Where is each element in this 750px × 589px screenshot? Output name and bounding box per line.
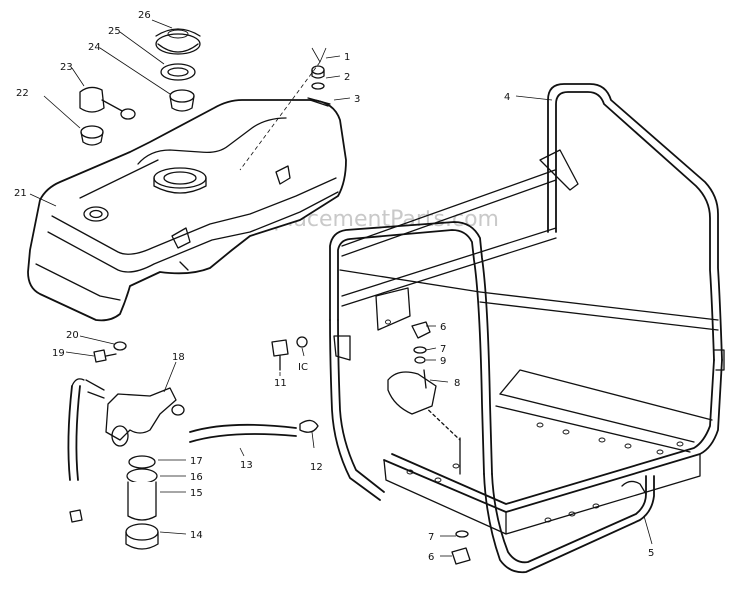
callout-23: 23 — [60, 62, 73, 73]
callout-14: 14 — [190, 530, 203, 541]
fuel-cap-parts — [79, 28, 331, 171]
fuel-tank — [27, 99, 347, 322]
callout-9: 9 — [440, 356, 446, 367]
callout-18: 18 — [172, 352, 185, 363]
callout-26: 26 — [138, 10, 151, 21]
callout-13: 13 — [240, 460, 253, 471]
callout-20: 20 — [66, 330, 79, 341]
callout-17: 17 — [190, 456, 203, 467]
callout-5: 5 — [648, 548, 654, 559]
callout-25: 25 — [108, 26, 121, 37]
callout-6-bottom: 6 — [428, 552, 434, 563]
callout-6-top: 6 — [440, 322, 446, 333]
leader-lines — [29, 19, 653, 557]
fuel-line-parts — [67, 336, 319, 550]
callout-21: 21 — [14, 188, 27, 199]
callout-22: 22 — [16, 88, 29, 99]
callout-15: 15 — [190, 488, 203, 499]
callout-24: 24 — [88, 42, 101, 53]
callout-3: 3 — [354, 94, 360, 105]
frame-assembly — [329, 83, 725, 574]
callout-7-bottom: 7 — [428, 532, 434, 543]
callout-11: 11 — [274, 378, 287, 389]
callout-4: 4 — [504, 92, 510, 103]
callout-16: 16 — [190, 472, 203, 483]
callout-12: 12 — [310, 462, 323, 473]
callout-19: 19 — [52, 348, 65, 359]
callout-7-top: 7 — [440, 344, 446, 355]
callout-10: IC — [298, 362, 308, 373]
frame-hardware — [387, 321, 471, 565]
callout-2: 2 — [344, 72, 350, 83]
callout-labels: 26 25 24 23 22 21 1 2 3 4 5 6 7 9 8 6 7 … — [14, 10, 654, 563]
callout-8: 8 — [454, 378, 460, 389]
callout-1: 1 — [344, 52, 350, 63]
